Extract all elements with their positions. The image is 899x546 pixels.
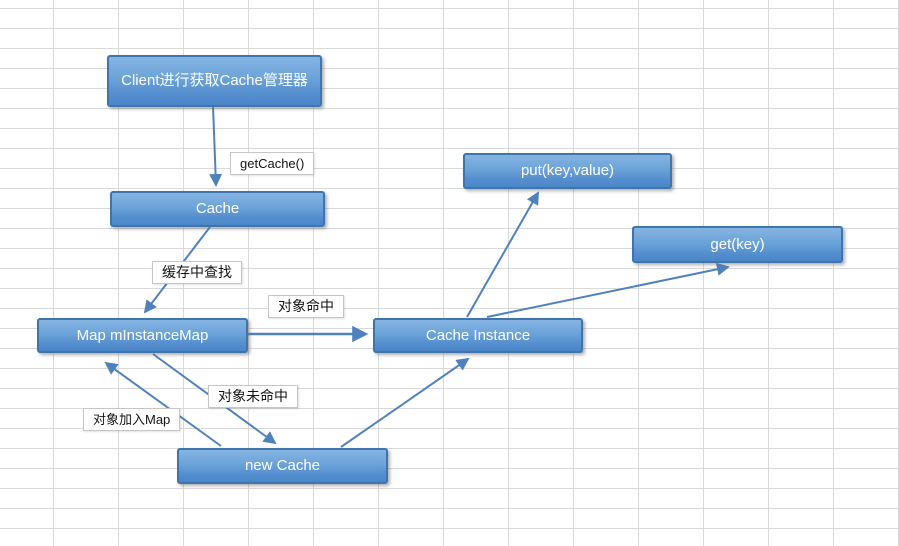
node-client[interactable]: Client进行获取Cache管理器 bbox=[107, 55, 322, 107]
node-put-key-value[interactable]: put(key,value) bbox=[463, 153, 672, 189]
edge-label-lookup-in-cache[interactable]: 缓存中查找 bbox=[152, 261, 242, 284]
node-cache-label: Cache bbox=[195, 200, 240, 217]
arrow-newcache-to-cache-instance[interactable] bbox=[340, 357, 470, 448]
arrow-newcache-to-map[interactable] bbox=[104, 361, 222, 447]
node-get-label: get(key) bbox=[710, 235, 765, 253]
node-map-label: Map mInstanceMap bbox=[76, 326, 209, 344]
arrow-client-to-cache[interactable] bbox=[209, 105, 223, 187]
edge-label-object-hit[interactable]: 对象命中 bbox=[268, 295, 344, 318]
node-client-label: Client进行获取Cache管理器 bbox=[121, 72, 308, 89]
node-cache-instance[interactable]: Cache Instance bbox=[373, 318, 583, 353]
edge-label-add-object-to-map[interactable]: 对象加入Map bbox=[83, 408, 181, 431]
node-cache[interactable]: Cache bbox=[110, 191, 325, 227]
edge-label-getcache[interactable]: getCache() bbox=[230, 152, 315, 175]
node-map-minstancemap[interactable]: Map mInstanceMap bbox=[37, 318, 248, 353]
node-new-cache-label: new Cache bbox=[244, 457, 321, 474]
arrow-cache-instance-to-get[interactable] bbox=[486, 262, 730, 318]
node-get-key[interactable]: get(key) bbox=[632, 226, 843, 263]
node-cache-instance-label: Cache Instance bbox=[425, 326, 531, 344]
node-new-cache[interactable]: new Cache bbox=[177, 448, 388, 484]
arrow-cache-instance-to-put[interactable] bbox=[466, 191, 539, 318]
edge-label-object-miss[interactable]: 对象未命中 bbox=[208, 385, 298, 408]
node-put-label: put(key,value) bbox=[520, 162, 615, 179]
